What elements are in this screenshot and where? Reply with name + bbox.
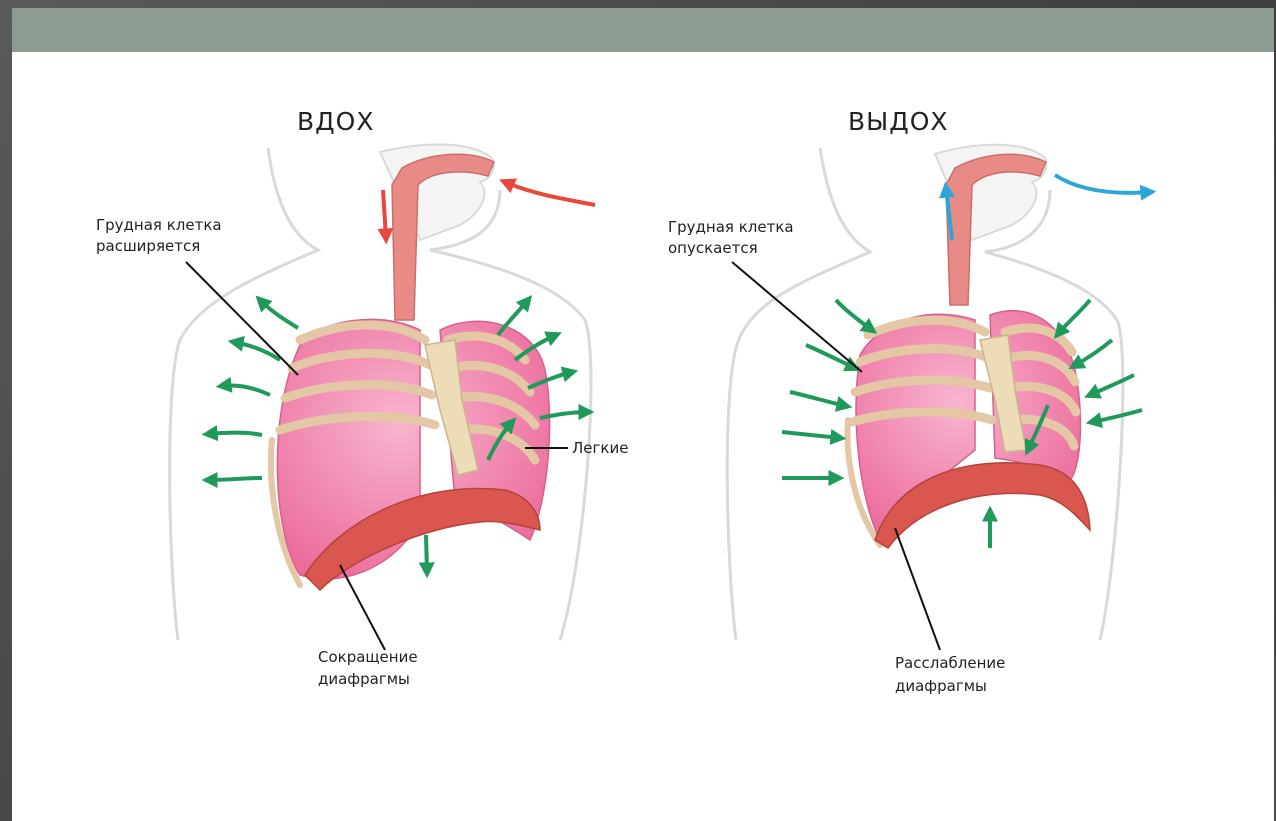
inhale-chest-label-line2: расширяется — [96, 237, 200, 255]
inhale-chest-label-line1: Грудная клетка — [96, 216, 222, 234]
inhale-air-arrow — [505, 182, 595, 205]
exhale-diaphragm-label-line1: Расслабление — [895, 654, 1005, 672]
exhale-title: ВЫДОХ — [848, 107, 949, 136]
exhale-chest-label-line2: опускается — [668, 239, 758, 257]
inhale-title: ВДОХ — [297, 107, 375, 136]
inhale-airflow-down-arrow — [383, 190, 386, 238]
inhale-diaphragm-leader — [340, 565, 385, 650]
inhale-figure — [170, 144, 595, 650]
exhale-chest-label-line1: Грудная клетка — [668, 218, 794, 236]
exhale-diaphragm-leader — [895, 528, 940, 650]
exhale-diaphragm-label-line2: диафрагмы — [895, 677, 987, 695]
inhale-diaphragm-label-line1: Сокращение — [318, 648, 418, 666]
inhale-diaphragm-label-line2: диафрагмы — [318, 670, 410, 688]
exhale-air-arrow — [1055, 175, 1150, 193]
inhale-lungs-label: Легкие — [572, 439, 628, 457]
